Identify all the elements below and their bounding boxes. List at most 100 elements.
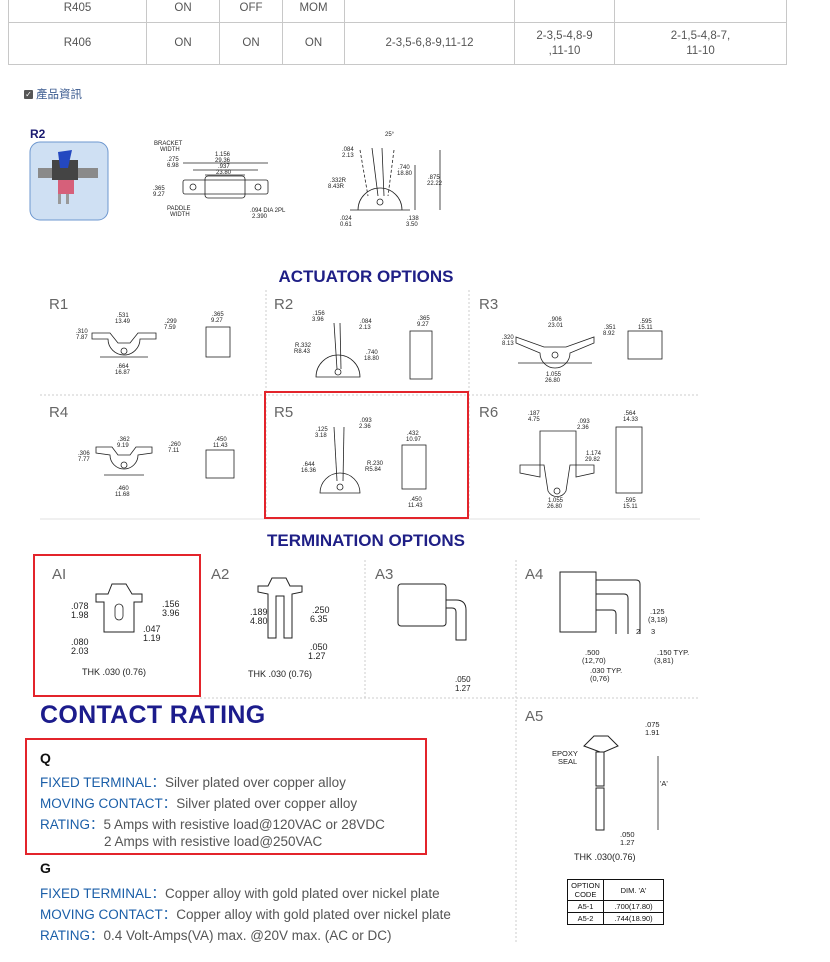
table-cell: R406 — [8, 22, 147, 65]
dim-label: .050 — [455, 675, 471, 684]
table-header: DIM. 'A' — [603, 879, 664, 901]
dim-label: 9.27 — [417, 322, 429, 328]
dim-label: .365 — [153, 186, 165, 192]
cell-label: A2 — [211, 566, 229, 583]
spec-key: FIXED TERMINAL： — [40, 775, 166, 790]
dim-label: 1.174 — [586, 451, 602, 457]
highlight-box-q — [25, 738, 427, 855]
cell-label: R3 — [479, 296, 498, 313]
actuator-options: ACTUATOR OPTIONS R1 .531 13.49 .299 7.59… — [40, 267, 700, 520]
termination-a2: A2 .189 4.80 .250 6.35 .050 1.27 THK .03… — [211, 566, 330, 679]
dim-label: .332R — [330, 178, 347, 184]
dim-label: 25° — [385, 132, 395, 138]
table-row: A5-1 .700(17.80) — [567, 900, 664, 913]
cell-label: A4 — [525, 566, 543, 583]
dim-label: 18.80 — [364, 356, 380, 362]
dim-label: 8.92 — [603, 331, 615, 337]
dim-label: .093 — [360, 418, 372, 424]
dim-label: THK .030(0.76) — [574, 852, 636, 862]
spec-key: FIXED TERMINAL： — [40, 886, 166, 901]
q-rating-2: 2 Amps with resistive load@250VAC — [104, 834, 323, 849]
dim-label: (3,81) — [654, 656, 674, 665]
spec-key: MOVING CONTACT： — [40, 907, 177, 922]
dim-label: .740 — [398, 165, 410, 171]
dim-label: .050 — [310, 642, 328, 652]
dim-label: 4.75 — [528, 417, 540, 423]
actuator-r6: R6 .187 4.75 .093 2.36 1.174 29.82 1.055… — [479, 404, 643, 510]
cell-label: R6 — [479, 404, 498, 421]
highlight-box-ai — [33, 554, 201, 697]
dim-label: .500 — [585, 648, 600, 657]
dim-label: 1.055 — [546, 372, 562, 378]
q-label: Q — [40, 750, 51, 766]
dim-label: .299 — [165, 319, 177, 325]
table-row: A5-2 .744(18.90) — [567, 912, 664, 925]
q-moving-contact: MOVING CONTACT：Silver plated over copper… — [40, 792, 357, 812]
dim-label: .260 — [169, 442, 181, 448]
q-rating: RATING：5 Amps with resistive load@120VAC… — [40, 813, 385, 833]
cell-label: R1 — [49, 296, 68, 313]
dim-label: 2.13 — [342, 153, 354, 159]
dim-label: 11.43 — [213, 443, 228, 449]
dim-label: .365 — [418, 316, 430, 322]
dim-label: .138 — [407, 216, 419, 222]
dim-label: 6.98 — [167, 163, 179, 169]
actuator-r1: R1 .531 13.49 .299 7.59 .310 7.87 .664 1… — [49, 296, 231, 376]
dim-label: SEAL — [558, 757, 577, 766]
dim-label: 1.27 — [455, 684, 471, 693]
cell-label: R4 — [49, 404, 68, 421]
table-cell: .700(17.80) — [603, 900, 664, 913]
dim-label: 4.80 — [250, 616, 268, 626]
cell-line: 11-10 — [686, 44, 715, 57]
dim-label: 9.27 — [153, 192, 165, 198]
cell-line: 2-1,5-4,8-7, — [670, 29, 731, 42]
g-moving-contact: MOVING CONTACT：Copper alloy with gold pl… — [40, 903, 451, 923]
checkbox-icon[interactable]: ✓ — [24, 89, 33, 99]
dim-label: 6.35 — [310, 614, 328, 624]
dim-label: 1.27 — [620, 838, 635, 847]
r2-dim-labels: BRACKET WIDTH .275 6.98 1.156 29.36 .937… — [153, 141, 286, 220]
dim-label: .595 — [640, 319, 652, 325]
actuator-r4: R4 .362 9.19 .260 7.11 .306 7.77 .460 11… — [49, 404, 235, 498]
dim-label: THK .030 (0.76) — [82, 667, 146, 677]
dim-label: .875 — [428, 175, 440, 181]
dim-label: THK .030 (0.76) — [248, 669, 312, 679]
contact-rating-title: CONTACT RATING — [40, 701, 266, 729]
cell-line: 2-3,5-4,8-9 — [536, 29, 593, 42]
actuator-r2: R2 .156 3.96 .084 2.13 R.332 R8.43 .740 … — [274, 296, 433, 380]
r2-side-labels: 25° .084 2.13 .740 18.80 .875 22.22 .332… — [328, 132, 443, 228]
dim-label: 22.22 — [427, 181, 443, 187]
spec-key: MOVING CONTACT： — [40, 796, 177, 811]
dim-label: .564 — [624, 411, 636, 417]
r2-top-drawing — [182, 162, 269, 199]
dim-label: 8.13 — [502, 341, 514, 347]
dim-label: 1.91 — [645, 728, 660, 737]
dim-label: EPOXY — [552, 749, 578, 758]
actuator-cells: R1 .531 13.49 .299 7.59 .310 7.87 .664 1… — [49, 296, 663, 510]
dim-label: 2 — [636, 627, 640, 636]
spec-key: RATING： — [40, 817, 104, 832]
dim-label: .078 — [71, 601, 89, 611]
cell-line: ,11-10 — [548, 44, 581, 57]
dim-label: .024 — [340, 216, 352, 222]
grid-lines — [40, 290, 700, 520]
table-cell: A5-1 — [567, 900, 604, 913]
dim-label: 1.19 — [143, 633, 161, 643]
cell-label: A3 — [375, 566, 393, 583]
dim-label: 11.68 — [115, 492, 130, 498]
dim-label: .644 — [303, 462, 315, 468]
table-header: OPTION CODE — [567, 879, 604, 901]
table-row: R406 ON ON ON 2-3,5-6,8-9,11-12 2-3,5-4,… — [8, 22, 787, 65]
dim-label: WIDTH — [160, 147, 180, 153]
dim-label: 14.33 — [623, 417, 639, 423]
switch-photo — [29, 141, 109, 221]
dim-label: 7.77 — [78, 457, 90, 463]
table-cell: A5-2 — [567, 912, 604, 925]
dim-label: (0,76) — [590, 674, 610, 683]
dim-label: R5.84 — [365, 467, 382, 473]
dim-label: .030 TYP. — [590, 666, 622, 675]
table-cell: 2-3,5-6,8-9,11-12 — [344, 22, 515, 65]
product-info-toggle[interactable]: ✓ 產品資訊 — [24, 86, 82, 102]
dim-label: 9.27 — [211, 318, 223, 324]
termination-a4: A4 .125 (3,18) 2 3 .500 (12,70) .150 TYP… — [525, 566, 689, 683]
